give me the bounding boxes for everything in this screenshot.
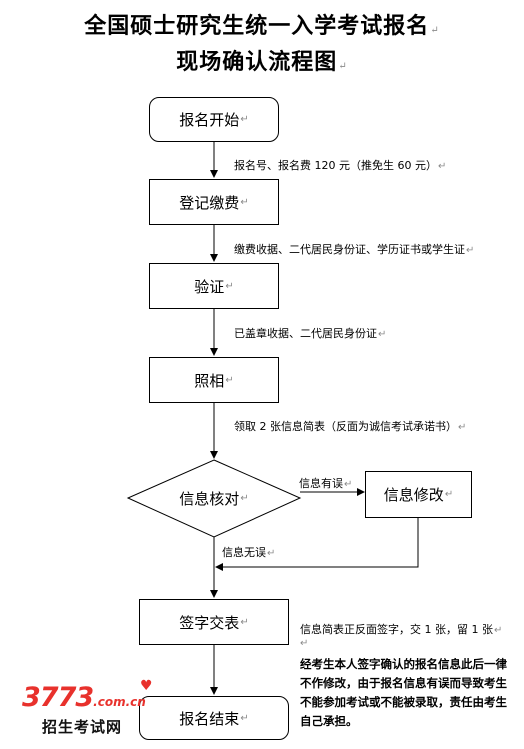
check-node: 信息核对↵: [179, 489, 249, 508]
modify-node: 信息修改↵: [365, 471, 472, 518]
label-photo-check: 领取 2 张信息简表（反面为诚信考试承诺书）↵: [234, 420, 467, 433]
start-node: 报名开始↵: [149, 97, 279, 142]
page-subtitle: 现场确认流程图↵: [176, 49, 348, 75]
sign-node: 签字交表↵: [139, 599, 289, 645]
label-start-register: 报名号、报名费 120 元（推免生 60 元）↵: [234, 159, 447, 172]
label-register-verify: 缴费收据、二代居民身份证、学历证书或学生证↵: [234, 243, 475, 256]
verify-node: 验证↵: [149, 263, 279, 309]
label-sign-note: 信息简表正反面签字，交 1 张，留 1 张↵: [300, 623, 503, 636]
label-check-error: 信息有误↵: [299, 477, 353, 490]
return-mark: ↵: [300, 638, 309, 649]
label-verify-photo: 已盖章收据、二代居民身份证↵: [234, 327, 387, 340]
photo-node: 照相↵: [149, 357, 279, 403]
end-node: 报名结束↵: [139, 696, 289, 740]
arrow-modify-back: [215, 518, 419, 571]
label-check-ok: 信息无误↵: [222, 546, 276, 559]
watermark-logo: 3773.com.cn: [22, 682, 146, 713]
register-node: 登记缴费↵: [149, 179, 279, 225]
watermark-subtitle: 招生考试网: [42, 718, 123, 736]
heart-icon: ♥: [140, 678, 153, 694]
page-title: 全国硕士研究生统一入学考试报名↵: [84, 13, 440, 39]
warning-note: 经考生本人签字确认的报名信息此后一律不作修改，由于报名信息有误而导致考生不能参加…: [300, 657, 507, 728]
